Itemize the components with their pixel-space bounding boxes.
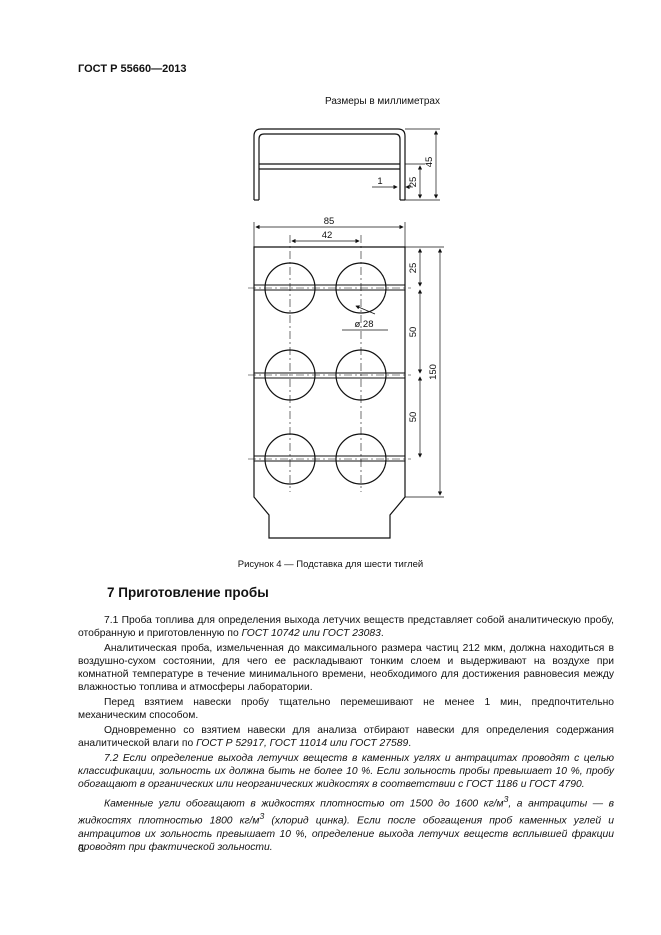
plan-view (253, 246, 406, 539)
side-dimensions (372, 128, 440, 201)
superscript: 3 (503, 794, 509, 804)
paragraph-7-1: 7.1 Проба топлива для определения выхода… (78, 614, 614, 640)
paragraph: Перед взятием навески пробу тщательно пе… (78, 697, 614, 721)
paragraph: Каменные угли обогащают в жидкостях плот… (78, 793, 614, 854)
crucible-stand-drawing: 45 25 1 (248, 128, 444, 539)
dim-side-height: 45 (424, 157, 435, 168)
text-run: Одновременно со взятием навески для анал… (78, 725, 614, 749)
dim-width-total: 85 (324, 216, 335, 227)
dim-hole-spacing: 42 (322, 230, 333, 241)
section-body: 7.1 Проба топлива для определения выхода… (78, 614, 614, 856)
superscript: 3 (259, 811, 265, 822)
page-number: 6 (78, 843, 84, 855)
text-run: Каменные угли обогащают в жидкостях плот… (104, 798, 504, 810)
text-run: 7.1 Проба топлива для определения выхода… (78, 615, 614, 639)
dim-length-total: 150 (428, 364, 439, 380)
text-run: (хлорид цинка). Если после обогащения пр… (78, 815, 614, 853)
dim-side-bottom: 25 (408, 177, 419, 188)
dim-row-pitch-2: 50 (408, 412, 419, 423)
standard-ref: ГОСТ Р 52917, ГОСТ 11014 или ГОСТ 27589 (196, 738, 409, 749)
text-run: . (408, 738, 412, 749)
paragraph-7-2: 7.2 Если определение выхода летучих веще… (78, 753, 614, 790)
dim-thickness: 1 (377, 176, 382, 187)
section-title: 7 Приготовление пробы (107, 585, 269, 600)
paragraph: Одновременно со взятием навески для анал… (78, 724, 614, 750)
dim-top-offset: 25 (408, 263, 419, 274)
dim-diameter: ø 28 (354, 319, 373, 330)
dim-row-pitch-1: 50 (408, 327, 419, 338)
crucible-holes (264, 262, 387, 485)
side-view (253, 128, 406, 201)
figure-caption: Рисунок 4 — Подставка для шести тиглей (237, 559, 424, 570)
center-lines (248, 235, 411, 492)
document-header: ГОСТ Р 55660—2013 (78, 63, 187, 75)
text-run: , а антрациты — в жидкостях плотностью 1… (78, 798, 614, 827)
paragraph: Аналитическая проба, измельченная до мак… (78, 643, 614, 693)
text-run: . (380, 628, 384, 639)
plan-dimensions (253, 222, 444, 498)
standard-ref: ГОСТ 10742 или ГОСТ 23083 (241, 628, 381, 639)
units-note: Размеры в миллиметрах (325, 96, 440, 107)
